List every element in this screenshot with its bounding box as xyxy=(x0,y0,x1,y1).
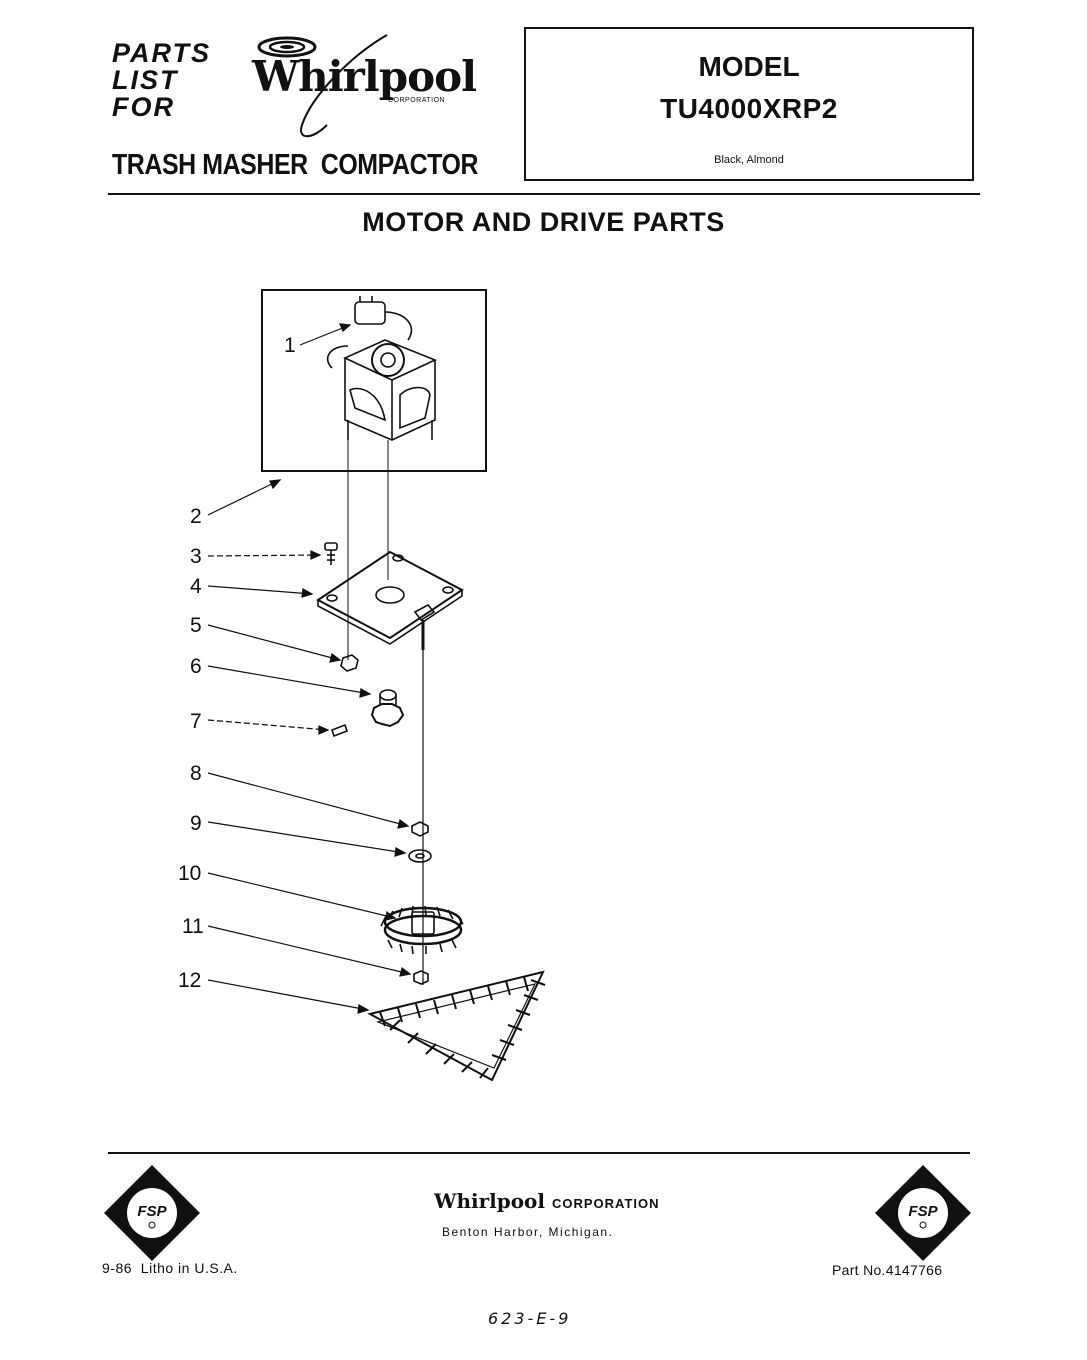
footer-brand: Whirlpool xyxy=(434,1189,545,1213)
whirlpool-swirl-icon xyxy=(257,34,388,138)
for-word: FOR xyxy=(112,92,175,122)
fsp-diamond-icon: FSP xyxy=(104,1165,200,1261)
fsp-logo-text: FSP xyxy=(137,1203,167,1220)
footer-city: Benton Harbor, Michigan. xyxy=(442,1225,614,1239)
callout-1: 1 xyxy=(284,334,296,357)
header-divider xyxy=(108,193,980,195)
part-3-screw xyxy=(324,542,338,565)
callout-leaders xyxy=(207,323,412,1014)
part-1-connector xyxy=(326,296,413,369)
callout-2: 2 xyxy=(190,505,202,528)
part-number: Part No.4147766 xyxy=(832,1262,943,1278)
footer-divider xyxy=(108,1152,970,1154)
footer-corporation-suffix: CORPORATION xyxy=(551,1196,660,1211)
handwritten-code: 623-E-9 xyxy=(488,1309,572,1328)
part-2-motor xyxy=(343,339,438,441)
callout-3: 3 xyxy=(190,545,202,568)
callout-7: 7 xyxy=(190,710,202,733)
parts-list-for-label: PARTS LIST FOR xyxy=(112,40,211,121)
motor-assembly-box xyxy=(261,289,487,472)
callout-8: 8 xyxy=(190,762,202,785)
callout-9: 9 xyxy=(190,812,202,835)
part-8-nut xyxy=(411,821,429,837)
section-title: MOTOR AND DRIVE PARTS xyxy=(362,207,725,237)
part-4-mounting-plate xyxy=(316,550,464,650)
callout-6: 6 xyxy=(190,655,202,678)
part-12-drive-chain xyxy=(367,970,546,1082)
callout-5: 5 xyxy=(190,614,202,637)
parts-word: PARTS xyxy=(112,38,212,68)
callout-11: 11 xyxy=(182,915,204,938)
model-label: MODEL xyxy=(698,51,800,82)
model-number: TU4000XRP2 xyxy=(660,93,838,124)
callout-4: 4 xyxy=(190,575,202,598)
brand-wordmark: Whirlpool xyxy=(252,52,477,101)
brand-corporation-label: CORPORATION xyxy=(388,97,446,104)
fsp-logo-right: FSP xyxy=(873,1163,973,1263)
part-11-nut xyxy=(413,970,429,985)
model-colors: Black, Almond xyxy=(714,154,784,166)
callout-10: 10 xyxy=(178,862,202,885)
part-9-washer xyxy=(408,849,432,863)
fsp-logo-left: FSP xyxy=(102,1163,202,1263)
footer-corporation-name: Whirlpool CORPORATION xyxy=(434,1189,660,1213)
fsp-logo-text: FSP xyxy=(908,1203,938,1220)
product-line-title: TRASH MASHER COMPACTOR xyxy=(112,149,479,181)
part-10-sprocket xyxy=(380,905,464,955)
callout-12: 12 xyxy=(178,969,202,992)
part-5-nut xyxy=(340,654,359,672)
fsp-diamond-icon: FSP xyxy=(875,1165,971,1261)
list-word: LIST xyxy=(112,65,179,95)
model-box: MODEL TU4000XRP2 Black, Almond xyxy=(524,27,974,181)
part-7-set-screw xyxy=(330,723,349,738)
print-info: 9-86 Litho in U.S.A. xyxy=(102,1260,238,1276)
part-6-pinion-gear xyxy=(370,689,405,728)
